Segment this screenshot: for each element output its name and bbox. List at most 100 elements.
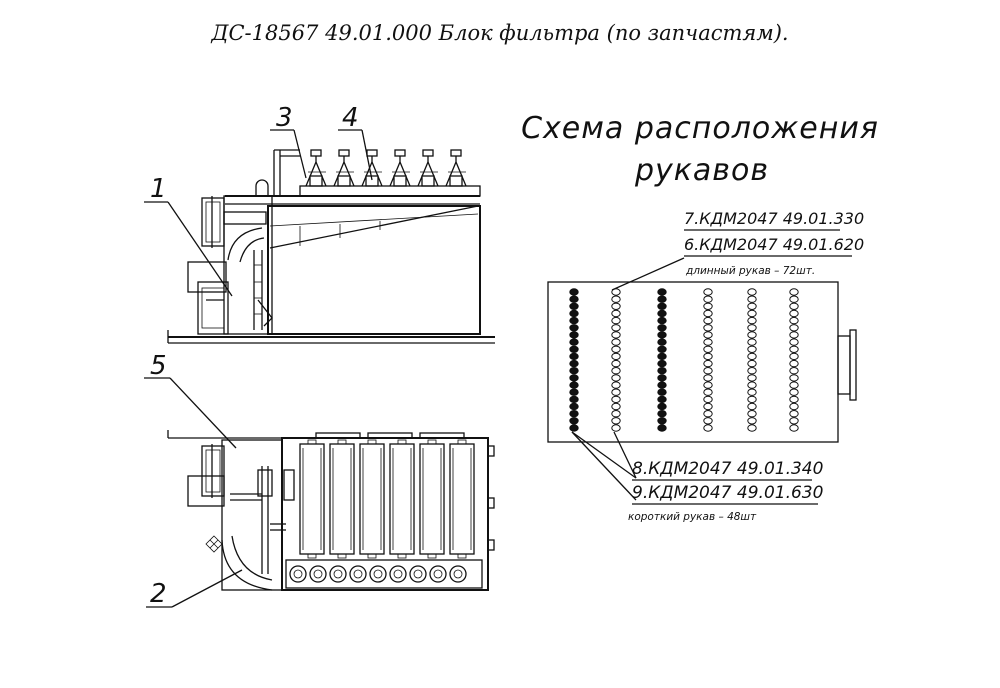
sleeve-marker	[747, 324, 757, 332]
sleeve-marker	[611, 345, 621, 353]
sleeve-marker	[789, 345, 799, 353]
sleeve-marker	[789, 309, 799, 318]
sleeve-marker	[569, 381, 579, 389]
sleeve-marker	[657, 345, 667, 353]
sleeve-marker	[611, 417, 621, 425]
sleeve-marker	[789, 331, 799, 339]
sleeve-marker	[657, 309, 667, 318]
sleeve-marker	[703, 395, 713, 404]
sleeve-marker	[569, 352, 579, 361]
sleeve-marker	[611, 395, 621, 404]
sheet-title: ДС-18567 49.01.000 Блок фильтра (по запч…	[210, 21, 788, 45]
sleeve-marker	[703, 374, 713, 382]
sleeve-marker	[703, 316, 713, 325]
callout-4: 4	[342, 103, 359, 133]
sleeve-marker	[569, 424, 579, 432]
sleeve-marker	[747, 374, 757, 382]
sleeve-marker	[569, 331, 579, 339]
sleeve-marker	[611, 295, 621, 303]
sleeve-marker	[747, 381, 757, 389]
sleeve-marker	[611, 331, 621, 339]
sleeve-marker	[611, 374, 621, 382]
sleeve-marker	[747, 424, 757, 432]
sleeve-marker	[569, 402, 579, 411]
sleeve-marker	[789, 402, 799, 411]
sleeve-marker	[747, 309, 757, 318]
sleeve-marker	[703, 381, 713, 389]
sleeve-grid	[569, 288, 799, 432]
sleeve-marker	[703, 338, 713, 346]
sleeve-marker	[747, 395, 757, 404]
sleeve-marker	[747, 388, 757, 396]
sleeve-marker	[789, 381, 799, 389]
sleeve-marker	[657, 424, 667, 432]
sleeve-marker	[569, 417, 579, 425]
reference-7: 7.КДМ2047 49.01.330	[684, 209, 864, 228]
sleeve-marker	[569, 302, 579, 310]
sleeve-marker	[747, 410, 757, 418]
sleeve-marker	[569, 345, 579, 353]
sleeve-marker	[789, 417, 799, 425]
scheme-heading-line2: рукавов	[634, 153, 769, 188]
sleeve-marker	[747, 359, 757, 368]
sleeve-marker	[657, 324, 667, 332]
sleeve-marker	[747, 402, 757, 411]
sleeve-marker	[789, 388, 799, 396]
sleeve-marker	[611, 424, 621, 432]
sleeve-marker	[703, 352, 713, 361]
sleeve-marker	[657, 410, 667, 418]
sleeve-marker	[657, 402, 667, 411]
sleeve-marker	[657, 374, 667, 382]
sleeve-marker	[569, 309, 579, 318]
sleeve-marker	[747, 331, 757, 339]
callout-leaders	[144, 129, 373, 608]
callout-1: 1	[150, 174, 167, 204]
sleeve-marker	[703, 324, 713, 332]
side-view-drawing	[167, 149, 495, 344]
sleeve-marker	[703, 424, 713, 432]
sleeve-marker	[703, 417, 713, 425]
sleeve-marker	[703, 302, 713, 310]
sleeve-marker	[611, 324, 621, 332]
sleeve-marker	[747, 352, 757, 361]
sleeve-marker	[611, 410, 621, 418]
sleeve-marker	[657, 288, 667, 296]
sleeve-marker	[747, 417, 757, 425]
sleeve-marker	[569, 295, 579, 303]
sleeve-marker	[747, 345, 757, 353]
sleeve-marker	[611, 367, 621, 375]
sleeve-marker	[747, 288, 757, 296]
sleeve-marker	[657, 381, 667, 389]
sleeve-marker	[789, 410, 799, 418]
reference-6: 6.КДМ2047 49.01.620	[684, 235, 864, 254]
sleeve-marker	[569, 388, 579, 396]
sleeve-marker	[569, 374, 579, 382]
sleeve-marker	[703, 367, 713, 375]
long-sleeve-note: длинный рукав – 72шт.	[685, 265, 815, 277]
reference-8: 8.КДМ2047 49.01.340	[632, 459, 823, 479]
sleeve-marker	[789, 302, 799, 310]
callout-2: 2	[150, 579, 167, 609]
sleeve-marker	[703, 331, 713, 339]
callout-5: 5	[150, 351, 167, 381]
sleeve-marker	[569, 338, 579, 346]
sleeve-marker	[747, 367, 757, 375]
sleeve-marker	[657, 395, 667, 404]
sleeve-marker	[747, 302, 757, 310]
sleeve-marker	[747, 316, 757, 325]
sleeve-marker	[703, 402, 713, 411]
sleeve-marker	[657, 367, 667, 375]
sleeve-marker	[569, 410, 579, 418]
sleeve-marker	[611, 352, 621, 361]
sleeve-marker	[703, 295, 713, 303]
sleeve-marker	[703, 410, 713, 418]
sleeve-marker	[611, 381, 621, 389]
sleeve-marker	[569, 395, 579, 404]
sleeve-marker	[789, 395, 799, 404]
short-sleeve-note: короткий рукав – 48шт	[628, 511, 757, 523]
sleeve-marker	[611, 359, 621, 368]
sleeve-marker	[789, 352, 799, 361]
sleeve-marker	[611, 388, 621, 396]
